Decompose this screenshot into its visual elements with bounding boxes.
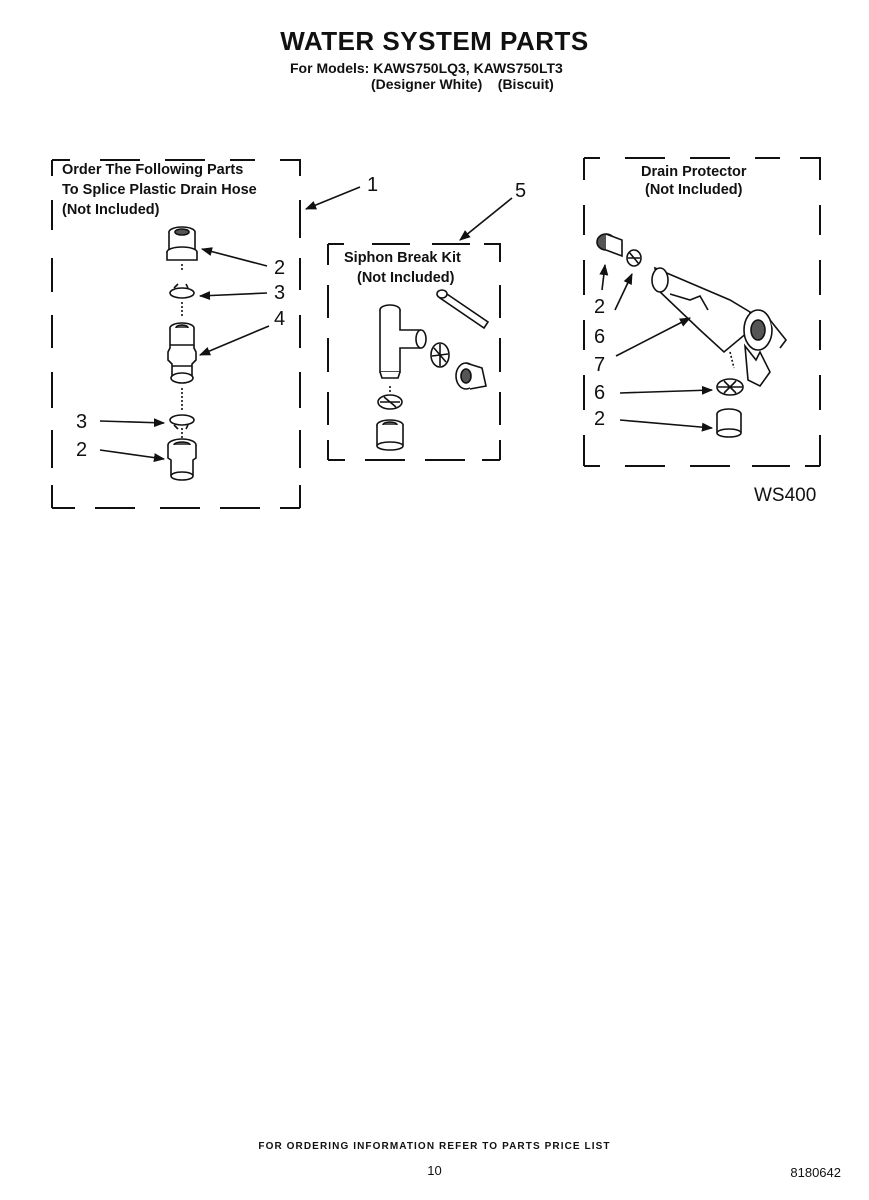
siphon-box-title-line1: Siphon Break Kit bbox=[344, 250, 461, 266]
callout-splice-3-top: 3 bbox=[274, 282, 286, 304]
siphon-box-title-line2: (Not Included) bbox=[357, 270, 455, 286]
splice-clamp-bottom bbox=[169, 414, 195, 438]
callout-splice-2-bottom: 2 bbox=[76, 439, 88, 461]
callout-drain-7: 7 bbox=[594, 354, 606, 376]
callout-5: 5 bbox=[515, 180, 527, 202]
splice-parts bbox=[166, 226, 198, 481]
figure-code: WS400 bbox=[754, 485, 817, 506]
siphon-parts bbox=[376, 289, 490, 451]
drain-body bbox=[651, 266, 788, 388]
splice-coupling-top bbox=[166, 226, 198, 272]
models-line: For Models: KAWS750LQ3, KAWS750LT3 bbox=[290, 60, 563, 76]
siphon-nut bbox=[455, 362, 487, 390]
splice-leaders bbox=[99, 186, 513, 463]
siphon-spring-clamp bbox=[430, 342, 450, 368]
page-number: 10 bbox=[427, 1163, 442, 1178]
drain-leaders bbox=[599, 263, 714, 432]
splice-box-title-line2: To Splice Plastic Drain Hose bbox=[62, 182, 257, 198]
siphon-rod bbox=[436, 289, 490, 330]
siphon-lower-coupling bbox=[376, 419, 404, 451]
drain-parts bbox=[596, 233, 788, 438]
drain-box-frame bbox=[583, 157, 821, 467]
ordering-note: FOR ORDERING INFORMATION REFER TO PARTS … bbox=[258, 1141, 611, 1152]
splice-box-title-line1: Order The Following Parts bbox=[62, 162, 244, 178]
drain-box-title-line2: (Not Included) bbox=[645, 182, 743, 198]
drain-box-title-line1: Drain Protector bbox=[641, 164, 747, 180]
siphon-box-frame bbox=[327, 243, 501, 461]
splice-box-frame bbox=[51, 159, 301, 509]
splice-connector bbox=[167, 322, 197, 412]
callout-drain-2-top: 2 bbox=[594, 296, 606, 318]
splice-box-title-line3: (Not Included) bbox=[62, 202, 160, 218]
siphon-lower-clamp bbox=[377, 386, 403, 410]
callout-splice-2-top: 2 bbox=[274, 257, 286, 279]
document-number: 8180642 bbox=[790, 1165, 841, 1180]
page-title: WATER SYSTEM PARTS bbox=[280, 26, 589, 56]
colors-line: (Designer White) (Biscuit) bbox=[371, 76, 554, 92]
drain-coupling bbox=[716, 408, 742, 438]
callout-splice-3-bottom: 3 bbox=[76, 411, 88, 433]
drain-clamp-bottom bbox=[716, 378, 744, 396]
callout-drain-2-bottom: 2 bbox=[594, 408, 606, 430]
callout-splice-4: 4 bbox=[274, 308, 286, 330]
drain-clamp-top bbox=[626, 249, 642, 267]
splice-coupling-bottom bbox=[167, 438, 197, 481]
siphon-tee bbox=[379, 304, 427, 379]
callout-drain-6-bottom: 6 bbox=[594, 382, 606, 404]
callout-1: 1 bbox=[367, 174, 379, 196]
drain-cap bbox=[596, 233, 623, 258]
callout-drain-6-top: 6 bbox=[594, 326, 606, 348]
splice-clamp-top bbox=[169, 283, 195, 318]
